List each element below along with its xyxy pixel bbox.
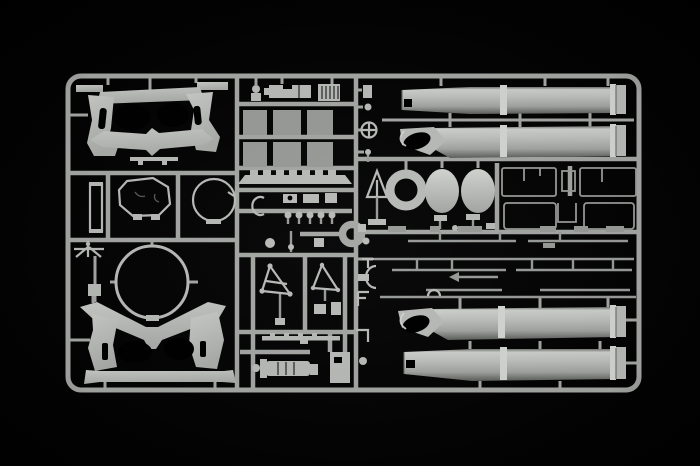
photo-stage	[0, 0, 700, 466]
vignette-overlay	[0, 0, 700, 466]
sprue-photo	[0, 0, 700, 466]
